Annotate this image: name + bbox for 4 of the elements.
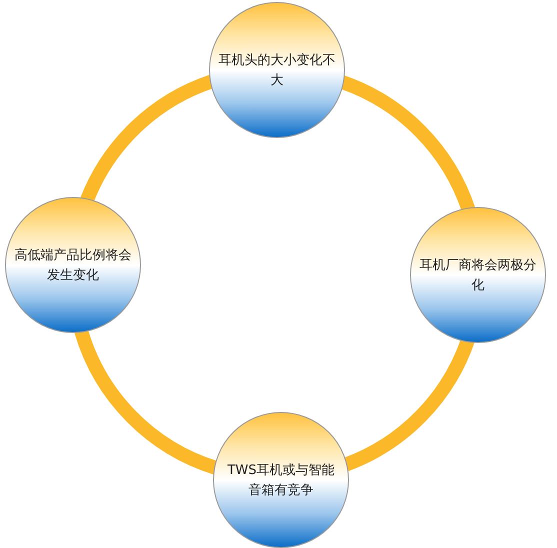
circle-label: TWS耳机或与智能音箱有竞争 <box>226 462 336 500</box>
circle-label: 耳机头的大小变化不大 <box>218 52 336 90</box>
circle-label: 耳机厂商将会两极分化 <box>419 257 537 295</box>
circle-label: 高低端产品比例将会发生变化 <box>14 247 132 285</box>
